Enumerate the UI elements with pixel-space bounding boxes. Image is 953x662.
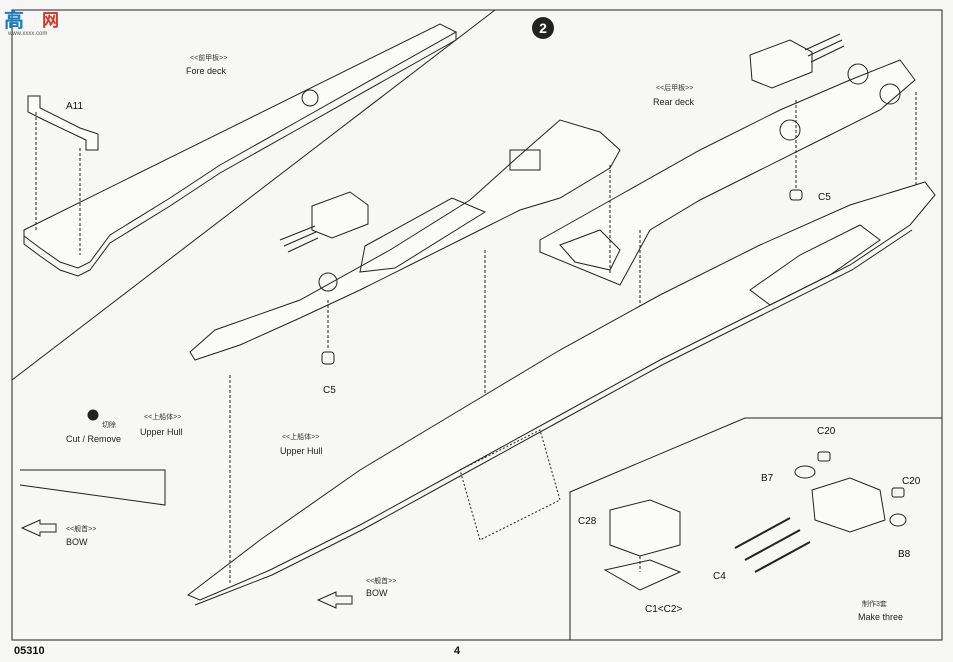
turret-fore [311, 191, 369, 239]
part-c1c2 [603, 559, 682, 591]
bow-arrow-main [316, 591, 353, 609]
part-c5-right [789, 189, 803, 201]
label-c20-top: C20 [817, 426, 836, 437]
label-b7: B7 [761, 473, 774, 484]
label-c20-right: C20 [902, 476, 921, 487]
part-c20-right [891, 487, 905, 498]
cut-detail [19, 469, 166, 506]
upper-hull-main [187, 181, 936, 601]
rear-deck-cn: <<后甲板>> [656, 85, 694, 92]
part-b8 [889, 513, 907, 527]
logo-caption: www.xxxx.com [8, 31, 48, 37]
inset-turret [811, 477, 886, 533]
label-c28: C28 [578, 516, 597, 527]
upper-hull-left-cn: <<上船体>> [144, 414, 182, 421]
label-c5-left: C5 [323, 385, 336, 396]
part-c20-top [817, 451, 831, 462]
fore-deck-cn: <<前甲板>> [190, 55, 228, 62]
part-c4-barrel-3 [754, 541, 811, 573]
divider-line [11, 9, 496, 381]
product-code: 05310 [14, 645, 45, 657]
label-b8: B8 [898, 549, 911, 560]
site-logo: 高 网 www.xxxx.com [2, 4, 74, 40]
bow-arrow-left [20, 519, 57, 537]
part-c4-barrel-1 [734, 517, 791, 549]
label-c4: C4 [713, 571, 726, 582]
logo-mark-b: 网 [42, 11, 59, 31]
make-three-en: Make three [858, 612, 904, 622]
label-c1c2: C1<C2> [645, 604, 683, 615]
turret-rear [749, 39, 813, 89]
rear-deck-en: Rear deck [653, 97, 695, 107]
make-three-cn: 制作3套 [862, 601, 887, 608]
fore-deck-en: Fore deck [186, 66, 227, 76]
page-number: 4 [454, 645, 461, 657]
rear-deck [539, 59, 916, 286]
bow-left-cn: <<舰首>> [66, 526, 97, 533]
label-a11: A11 [66, 101, 84, 112]
upper-hull-main-cn: <<上船体>> [282, 434, 320, 441]
upper-hull-main-en: Upper Hull [280, 446, 323, 456]
logo-mark-a: 高 [4, 8, 24, 32]
label-c5-right: C5 [818, 192, 831, 203]
step-number: 2 [532, 17, 554, 39]
page-frame [11, 9, 943, 641]
cut-en: Cut / Remove [66, 434, 122, 444]
part-a11 [27, 95, 99, 151]
cut-cn: 切除 [102, 422, 116, 429]
part-c4-barrel-2 [744, 529, 801, 561]
part-b7 [794, 465, 816, 479]
part-c28 [609, 499, 681, 557]
bow-left-en: BOW [66, 537, 88, 547]
inset-box [569, 417, 942, 640]
bow-main-cn: <<舰首>> [366, 578, 397, 585]
cut-icon [87, 409, 99, 421]
bow-main-en: BOW [366, 588, 388, 598]
part-c5-left [321, 351, 335, 365]
upper-hull-left-en: Upper Hull [140, 427, 183, 437]
